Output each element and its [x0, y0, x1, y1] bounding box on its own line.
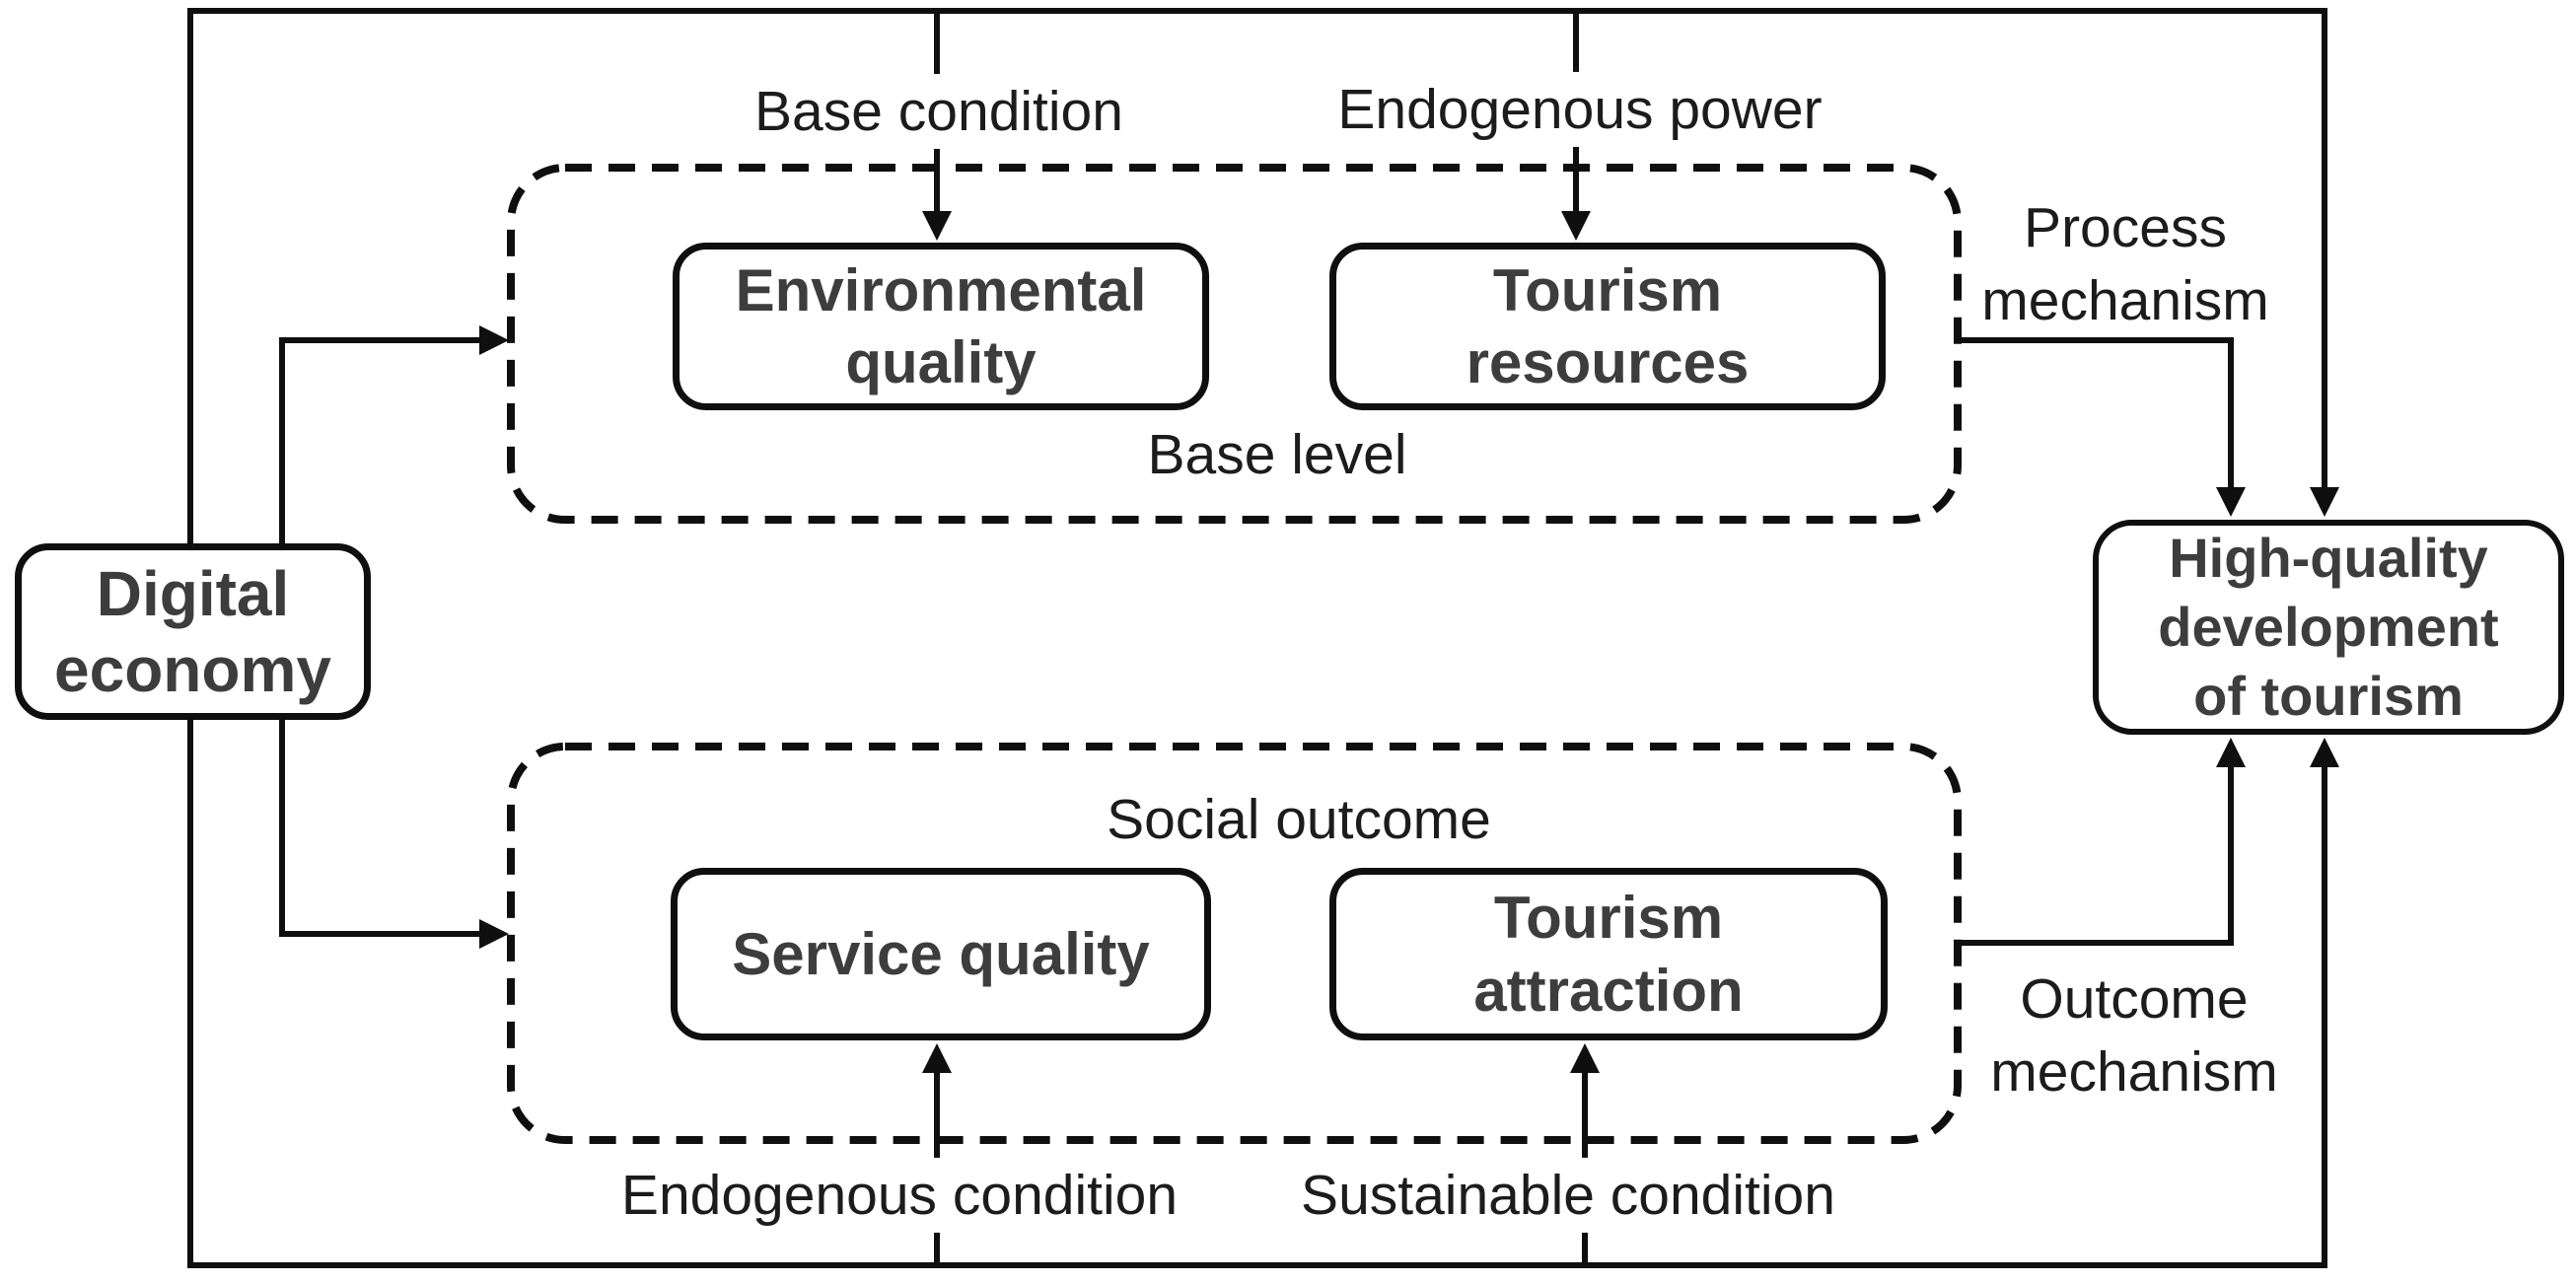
endogenous-condition-label: Endogenous condition [608, 1157, 1190, 1234]
base-level-group-label: Base level [1147, 422, 1407, 486]
edge-digital-to-social-group [279, 720, 509, 949]
base-condition-label: Base condition [743, 73, 1135, 150]
edge-process-mechanism [1958, 337, 2246, 517]
edge-bottom-loop-digital-to-highquality [187, 720, 2339, 1268]
edge-digital-to-base-group [279, 325, 509, 543]
endogenous-power-label: Endogenous power [1325, 71, 1834, 148]
tourism-resources-node: Tourism resources [1329, 243, 1886, 410]
base-level-group-frame [507, 164, 1962, 524]
high-quality-development-node: High-quality development of tourism [2093, 520, 2564, 735]
digital-economy-node: Digital economy [15, 543, 371, 720]
social-outcome-group-label: Social outcome [1107, 787, 1491, 851]
edge-top-loop-digital-to-highquality [187, 8, 2339, 543]
social-outcome-group-frame [507, 743, 1962, 1144]
service-quality-node: Service quality [671, 868, 1211, 1040]
tourism-attraction-node: Tourism attraction [1329, 868, 1888, 1040]
environmental-quality-node: Environmental quality [673, 243, 1209, 410]
sustainable-condition-label: Sustainable condition [1289, 1157, 1847, 1234]
edge-outcome-mechanism [1958, 738, 2246, 946]
outcome-mechanism-label: Outcome mechanism [1990, 966, 2278, 1104]
process-mechanism-label: Process mechanism [1981, 195, 2269, 332]
